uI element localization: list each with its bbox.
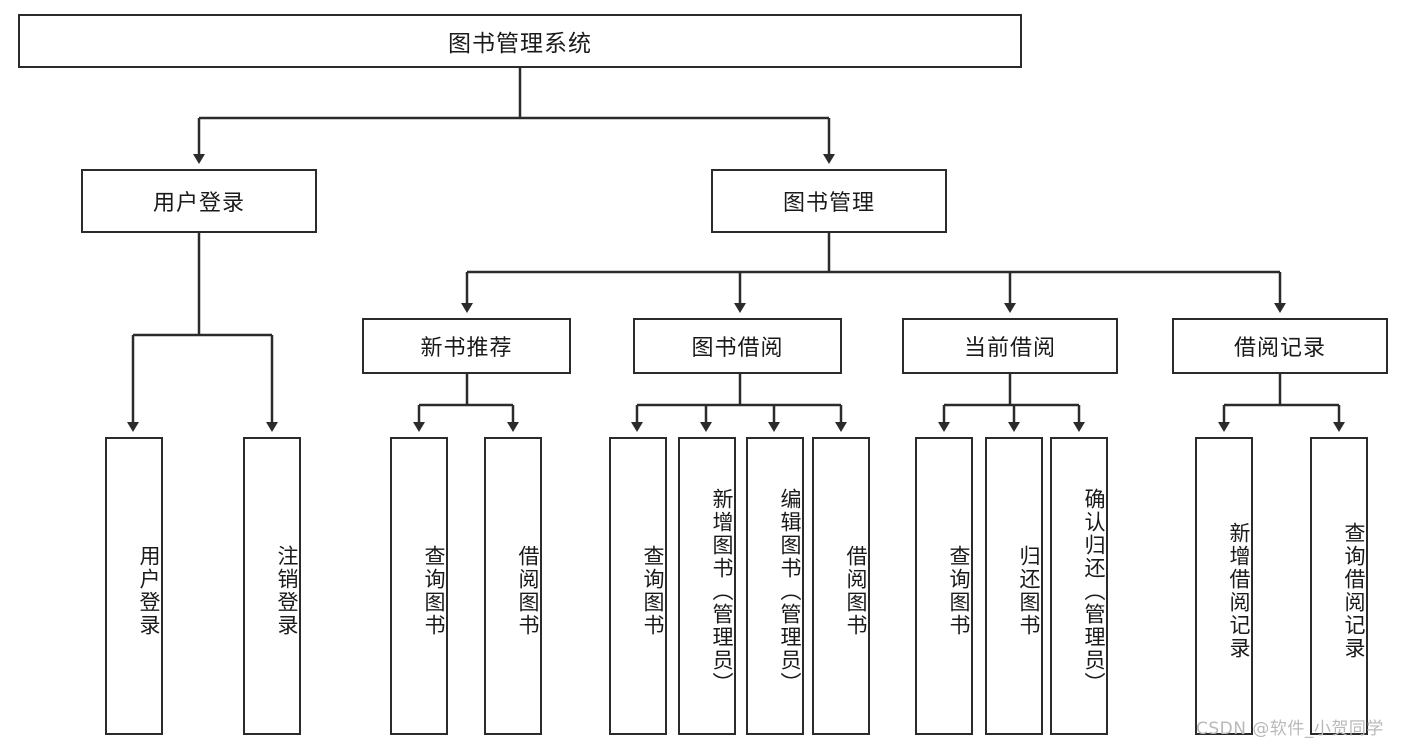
node-label: 新书推荐	[420, 336, 513, 361]
leaf-user-login[interactable]: 用户登录	[105, 437, 163, 735]
leaf-borrow-book[interactable]: 借阅图书	[812, 437, 870, 735]
leaf-return-book[interactable]: 归还图书	[985, 437, 1043, 735]
node-label: 借阅图书	[516, 545, 540, 637]
leaf-query-book-borrow[interactable]: 查询图书	[609, 437, 667, 735]
node-label: 用户登录	[152, 191, 245, 216]
node-label: 查询借阅记录	[1342, 522, 1366, 660]
watermark-text: CSDN @软件_小贺同学	[1196, 719, 1384, 739]
leaf-add-borrow-record[interactable]: 新增借阅记录	[1195, 437, 1253, 735]
node-label: 图书管理系统	[448, 31, 592, 57]
node-label: 确认归还（管理员）	[1082, 487, 1106, 695]
leaf-query-book-current[interactable]: 查询图书	[915, 437, 973, 735]
leaf-confirm-return-admin[interactable]: 确认归还（管理员）	[1050, 437, 1108, 735]
node-label: 图书借阅	[691, 336, 784, 361]
node-label: 当前借阅	[963, 336, 1056, 361]
node-new-book-recommend[interactable]: 新书推荐	[362, 318, 571, 374]
node-current-borrow[interactable]: 当前借阅	[902, 318, 1118, 374]
node-label: 查询图书	[641, 545, 665, 637]
leaf-logout-login[interactable]: 注销登录	[243, 437, 301, 735]
node-label: 借阅图书	[844, 545, 868, 637]
node-label: 编辑图书（管理员）	[778, 487, 802, 695]
node-label: 用户登录	[137, 545, 161, 637]
node-label: 图书管理	[782, 191, 875, 216]
node-label: 新增图书（管理员）	[710, 487, 734, 695]
node-label: 借阅记录	[1233, 336, 1326, 361]
node-borrow-record[interactable]: 借阅记录	[1172, 318, 1388, 374]
leaf-add-book-admin[interactable]: 新增图书（管理员）	[678, 437, 736, 735]
node-label: 查询图书	[422, 545, 446, 637]
node-user-login[interactable]: 用户登录	[81, 169, 317, 233]
node-book-borrow[interactable]: 图书借阅	[633, 318, 842, 374]
leaf-query-book-recommend[interactable]: 查询图书	[390, 437, 448, 735]
node-label: 归还图书	[1017, 545, 1041, 637]
node-label: 查询图书	[947, 545, 971, 637]
leaf-query-borrow-record[interactable]: 查询借阅记录	[1310, 437, 1368, 735]
node-label: 新增借阅记录	[1227, 522, 1251, 660]
leaf-edit-book-admin[interactable]: 编辑图书（管理员）	[746, 437, 804, 735]
node-label: 注销登录	[275, 545, 299, 637]
node-book-management[interactable]: 图书管理	[711, 169, 947, 233]
leaf-borrow-book-recommend[interactable]: 借阅图书	[484, 437, 542, 735]
node-root-system[interactable]: 图书管理系统	[18, 14, 1022, 68]
